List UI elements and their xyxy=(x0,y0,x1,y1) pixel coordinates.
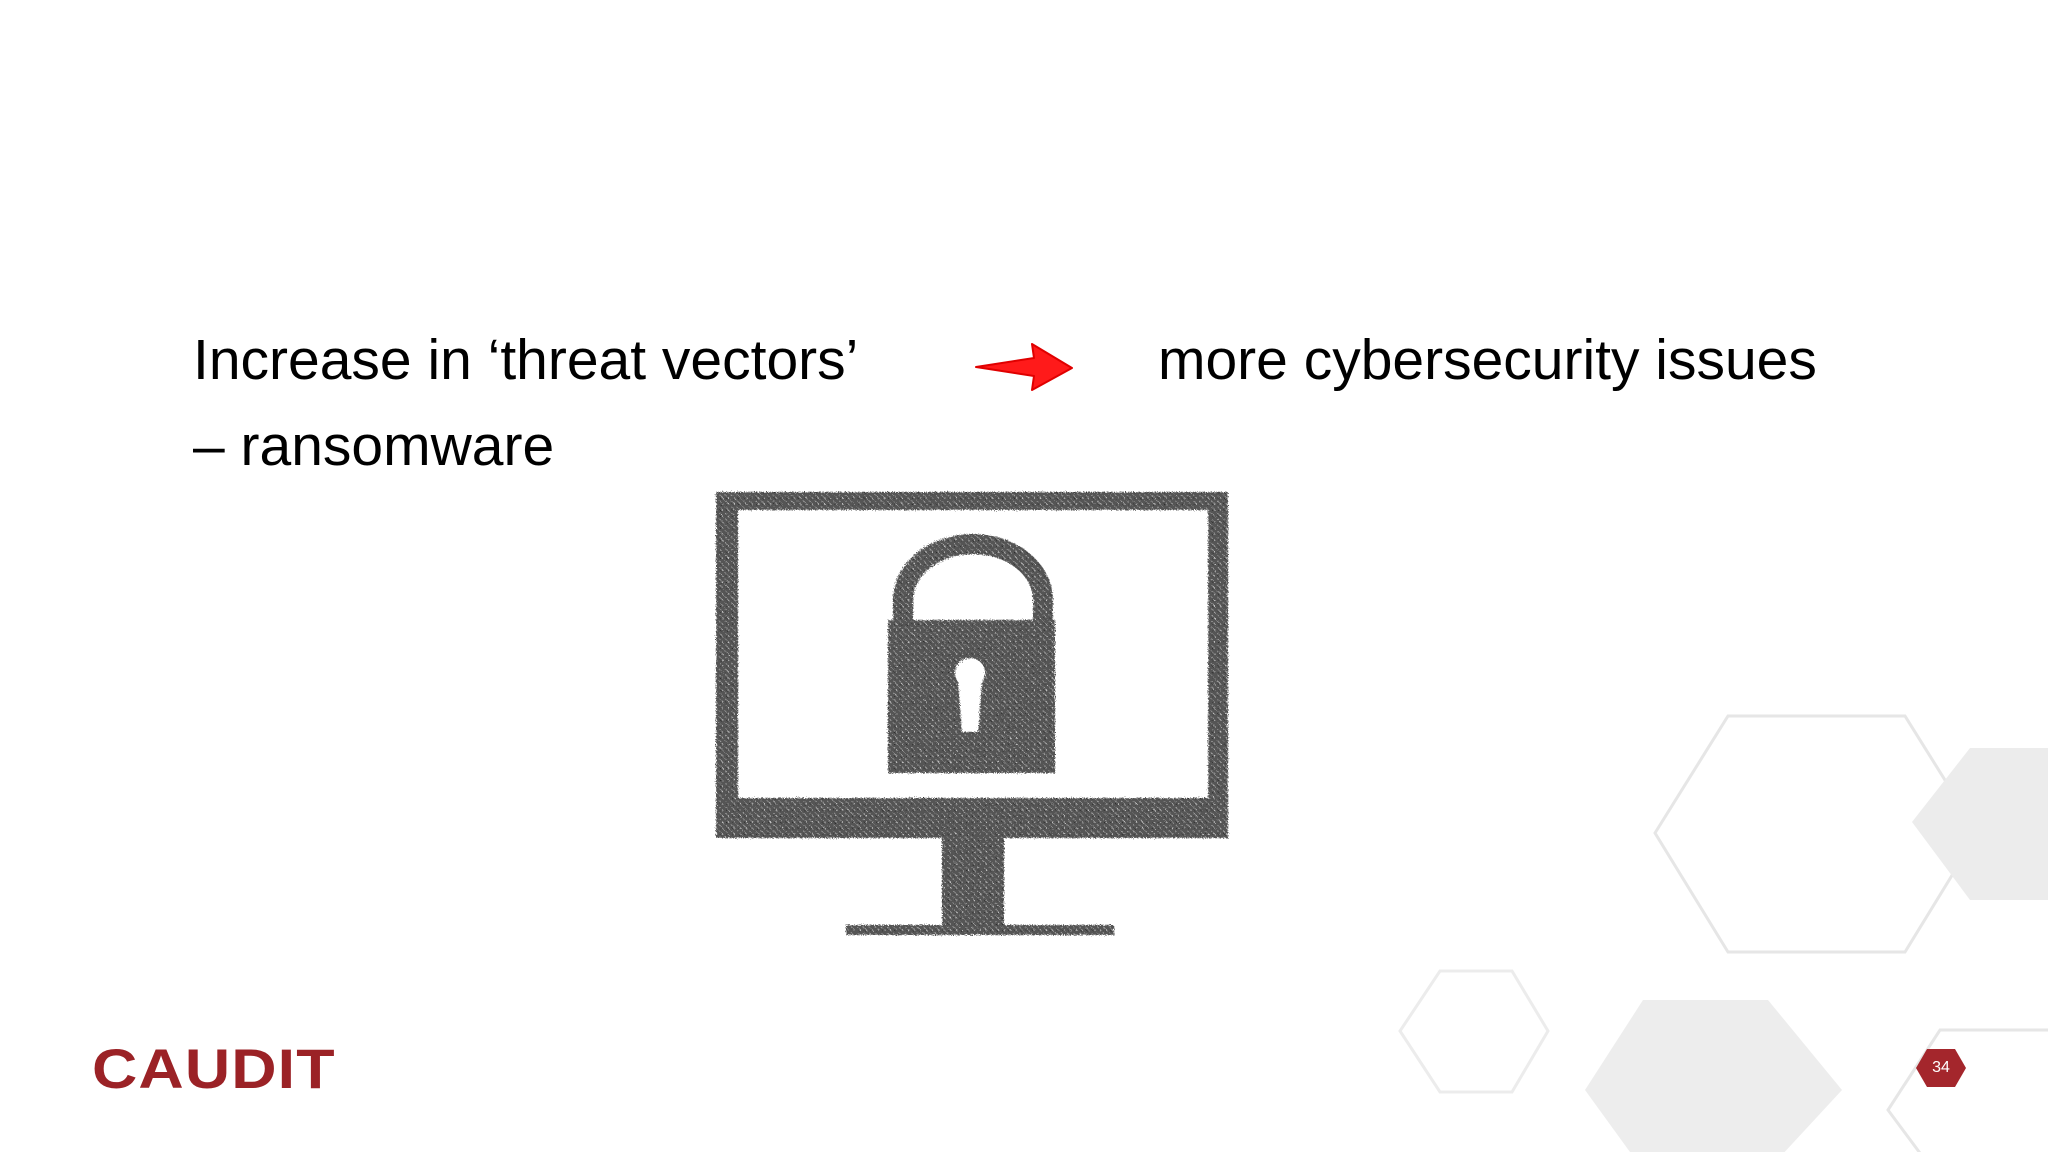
monitor-frame xyxy=(716,492,1228,838)
heading-cybersecurity-issues: more cybersecurity issues xyxy=(1158,328,1817,392)
monitor-base xyxy=(846,925,1114,935)
heading-threat-vectors: Increase in ‘threat vectors’ xyxy=(193,328,859,392)
hexagon-outline-small xyxy=(1398,969,1550,1094)
badge-hexagon-shape xyxy=(1916,1049,1966,1087)
right-arrow-icon xyxy=(975,343,1073,391)
monitor-padlock-icon xyxy=(716,492,1228,935)
padlock-shackle xyxy=(893,534,1053,630)
hexagon-filled-bottom xyxy=(1585,1000,1842,1152)
monitor-stand xyxy=(942,838,1004,930)
page-number-badge: 34 xyxy=(1914,1048,1968,1088)
caudit-logo: CAUDIT xyxy=(92,1037,336,1100)
page-number: 34 xyxy=(1932,1059,1950,1076)
heading-ransomware: – ransomware xyxy=(193,414,555,478)
hexagon-filled-right xyxy=(1912,748,2048,900)
padlock-body xyxy=(888,620,1055,773)
hexagon-outline-corner xyxy=(1886,1028,2048,1152)
